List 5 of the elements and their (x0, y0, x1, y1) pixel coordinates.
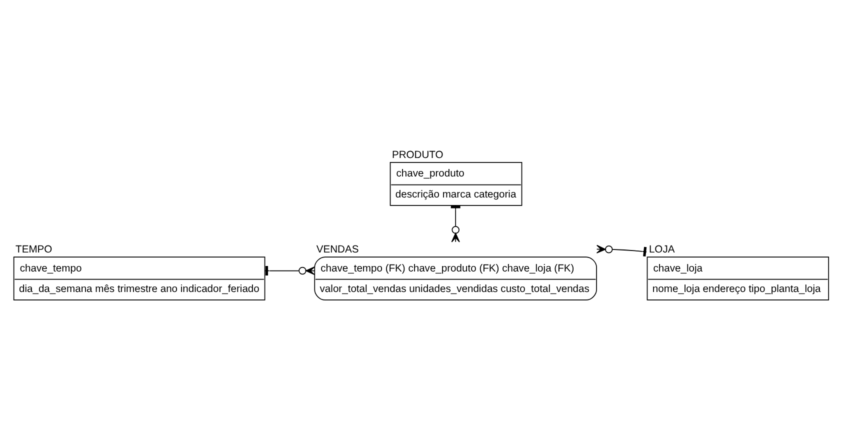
connector (596, 244, 647, 256)
node-label: TEMPO (16, 244, 52, 255)
node-label: LOJA (648, 244, 675, 255)
node-label: VENDAS (316, 244, 359, 255)
node-label: PRODUTO (392, 149, 444, 160)
